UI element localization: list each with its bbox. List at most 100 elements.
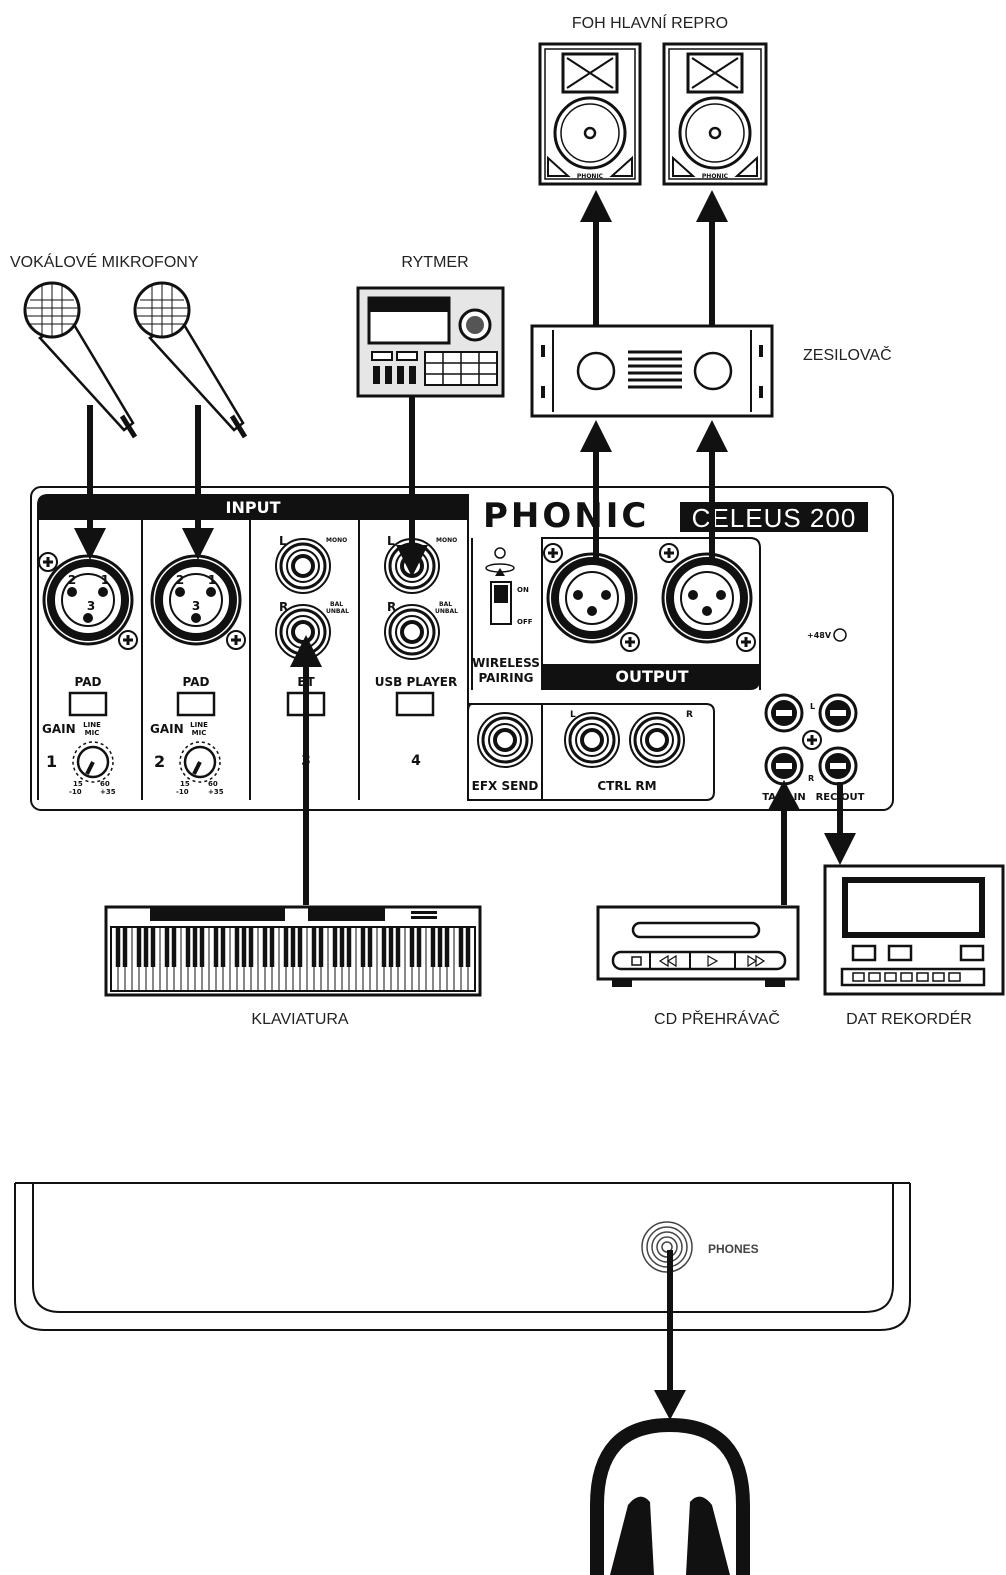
xlr-pin-3: 3 — [192, 599, 200, 613]
channel-number-2: 2 — [154, 752, 165, 771]
black-key — [171, 927, 177, 967]
black-key — [234, 927, 240, 967]
arrow-phones-head — [654, 1390, 686, 1420]
arrows-output-to-amp — [580, 420, 728, 565]
black-key — [437, 927, 443, 967]
black-key — [185, 927, 191, 967]
gain-max2-2: +35 — [208, 788, 224, 796]
arrow-keyboard-head — [290, 635, 322, 667]
black-key — [367, 927, 373, 967]
black-key — [311, 927, 317, 967]
black-key — [318, 927, 324, 967]
unbal-4: UNBAL — [435, 608, 458, 615]
black-key — [290, 927, 296, 967]
black-key — [269, 927, 275, 967]
phantom-led — [833, 628, 847, 642]
black-key — [199, 927, 205, 967]
black-key — [220, 927, 226, 967]
mic-label-2: MIC — [192, 729, 207, 737]
black-key — [115, 927, 121, 967]
arrows-to-inputs — [74, 396, 428, 577]
front-panel — [14, 1182, 911, 1331]
microphone-2 — [133, 281, 248, 439]
xlr-output-left[interactable] — [548, 554, 636, 642]
keyboard — [104, 905, 482, 997]
channel-1 — [37, 551, 139, 784]
microphone-1 — [23, 281, 138, 439]
gain-max-1: 60 — [100, 780, 110, 788]
gain-min2-1: -10 — [69, 788, 82, 796]
jack-r-3: R — [279, 600, 288, 614]
pad-label-2: PAD — [183, 675, 210, 689]
phones-label: PHONES — [708, 1242, 759, 1256]
input-header: INPUT — [226, 498, 281, 517]
wireless-on: ON — [517, 586, 529, 594]
ctrl-rm-label: CTRL RM — [597, 779, 656, 793]
black-key — [339, 927, 345, 967]
efx-send-jack[interactable] — [476, 711, 534, 769]
pad-button-1[interactable] — [68, 691, 108, 717]
bal-3: BAL — [330, 601, 343, 608]
black-key — [444, 927, 450, 967]
black-key — [458, 927, 464, 967]
channel-number-4: 4 — [411, 753, 421, 769]
black-key — [283, 927, 289, 967]
pad-label-1: PAD — [75, 675, 102, 689]
gain-min-2: 15 — [180, 780, 190, 788]
ctrl-rm-l: L — [570, 710, 576, 720]
jack-l-3: L — [279, 534, 287, 548]
xlr-pin-1: 1 — [101, 573, 109, 587]
wireless-label-1: WIRELESS — [472, 656, 540, 670]
unbal-3: UNBAL — [326, 608, 349, 615]
black-key — [262, 927, 268, 967]
channel-4 — [383, 537, 441, 717]
line-label-1: LINE — [83, 721, 101, 729]
black-key — [248, 927, 254, 967]
ctrl-rm-right-jack[interactable] — [628, 711, 686, 769]
black-key — [136, 927, 142, 967]
black-key — [213, 927, 219, 967]
black-key — [192, 927, 198, 967]
speaker-logo: PHONIC — [702, 173, 729, 180]
ctrl-rm-left-jack[interactable] — [563, 711, 621, 769]
rca-l: L — [810, 702, 815, 711]
tape-in-left-rca[interactable] — [764, 693, 804, 733]
pad-button-2[interactable] — [176, 691, 216, 717]
black-key — [381, 927, 387, 967]
xlr-pin-3: 3 — [87, 599, 95, 613]
drum-machine — [356, 286, 505, 398]
line-label-2: LINE — [190, 721, 208, 729]
gain-label-1: GAIN — [42, 722, 76, 736]
brand-logo: PHONIC — [483, 496, 649, 536]
xlr-output-right[interactable] — [663, 554, 751, 642]
black-key — [465, 927, 471, 967]
model-name: CELEUS 200 — [692, 503, 857, 533]
speaker-right: PHONIC — [662, 42, 768, 186]
drum-machine-label: RYTMER — [401, 254, 468, 271]
mic-label-1: MIC — [85, 729, 100, 737]
amplifier-label: ZESILOVAČ — [803, 345, 892, 364]
rec-out-right-rca[interactable] — [818, 746, 858, 786]
tape-in-right-rca[interactable] — [764, 746, 804, 786]
xlr-pin-2: 2 — [68, 573, 76, 587]
gain-max2-1: +35 — [100, 788, 116, 796]
black-key — [297, 927, 303, 967]
black-key — [346, 927, 352, 967]
black-key — [360, 927, 366, 967]
jack-r-4: R — [387, 600, 396, 614]
microphones-label: VOKÁLOVÉ MIKROFONY — [10, 252, 199, 271]
cd-label: CD PŘEHRÁVAČ — [654, 1009, 780, 1028]
channel-number-1: 1 — [46, 752, 57, 771]
black-key — [430, 927, 436, 967]
arrow-dat-head — [824, 833, 856, 865]
ctrl-rm-r: R — [686, 710, 693, 720]
efx-ctrl-section — [467, 703, 715, 801]
usb-player-button[interactable] — [395, 691, 435, 717]
rec-out-left-rca[interactable] — [818, 693, 858, 733]
gain-label-2: GAIN — [150, 722, 184, 736]
arrow-amp-to-speakers — [580, 190, 728, 326]
gain-min2-2: -10 — [176, 788, 189, 796]
headphones-icon — [590, 1417, 750, 1575]
mono-4: MONO — [436, 537, 457, 544]
wireless-label-2: PAIRING — [478, 671, 533, 685]
